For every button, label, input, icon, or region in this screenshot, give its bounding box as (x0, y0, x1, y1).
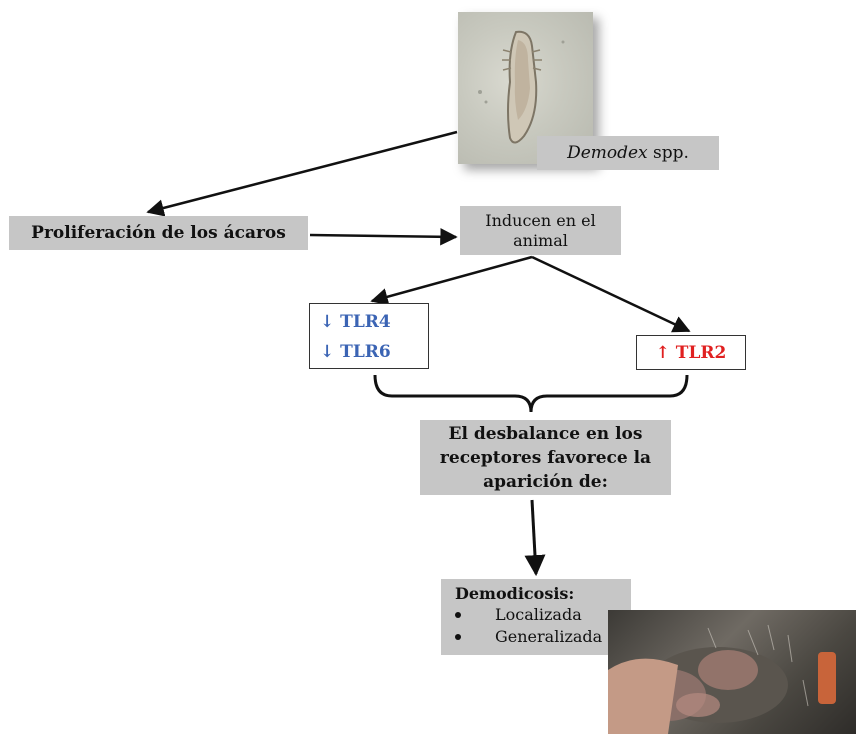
demodex-mite-icon (478, 30, 565, 144)
demodex-genus: Demodex (567, 143, 648, 163)
generalizada-text: Generalizada (495, 627, 603, 646)
demodicosis-list: Localizada Generalizada (455, 604, 631, 648)
desbalance-box: El desbalance en los receptores favorece… (420, 420, 671, 495)
arrow-inducen-to-tlr-down (370, 255, 533, 306)
tlr2-label: ↑ TLR2 (655, 342, 727, 363)
desbalance-line1: El desbalance en los (448, 423, 643, 444)
tlr-up-box: ↑ TLR2 (636, 335, 746, 370)
proliferacion-box: Proliferación de los ácaros (9, 216, 308, 250)
arrow-inducen-to-tlr-up (531, 255, 691, 333)
demodex-label: Demodex spp. (537, 136, 719, 170)
demodex-suffix: spp. (647, 143, 689, 163)
arrow-proliferacion-to-inducen (309, 228, 458, 246)
demodicosis-title: Demodicosis: (455, 584, 575, 603)
tlr4-label: ↓ TLR4 (320, 312, 391, 332)
inducen-line2: animal (513, 230, 568, 250)
bullet-icon (455, 634, 461, 640)
demodicosis-box: Demodicosis: Localizada Generalizada (441, 579, 631, 655)
dog-demodicosis-icon (608, 624, 836, 734)
brace (373, 374, 689, 413)
inducen-line1: Inducen en el (485, 210, 596, 230)
proliferacion-text: Proliferación de los ácaros (31, 223, 286, 243)
tlr-down-box: ↓ TLR4 ↓ TLR6 (309, 303, 429, 369)
localizada-text: Localizada (495, 605, 582, 624)
dog-photo (608, 610, 856, 734)
list-item: Localizada (455, 604, 631, 626)
desbalance-line2: receptores favorece la (439, 447, 652, 468)
list-item: Generalizada (455, 626, 631, 648)
tlr6-label: ↓ TLR6 (320, 342, 391, 362)
desbalance-line3: aparición de: (483, 471, 608, 492)
bullet-icon (455, 612, 461, 618)
inducen-box: Inducen en el animal (460, 206, 621, 255)
arrow-micrograph-to-proliferacion (146, 130, 458, 217)
arrow-desbalance-to-demodicosis (524, 499, 546, 577)
